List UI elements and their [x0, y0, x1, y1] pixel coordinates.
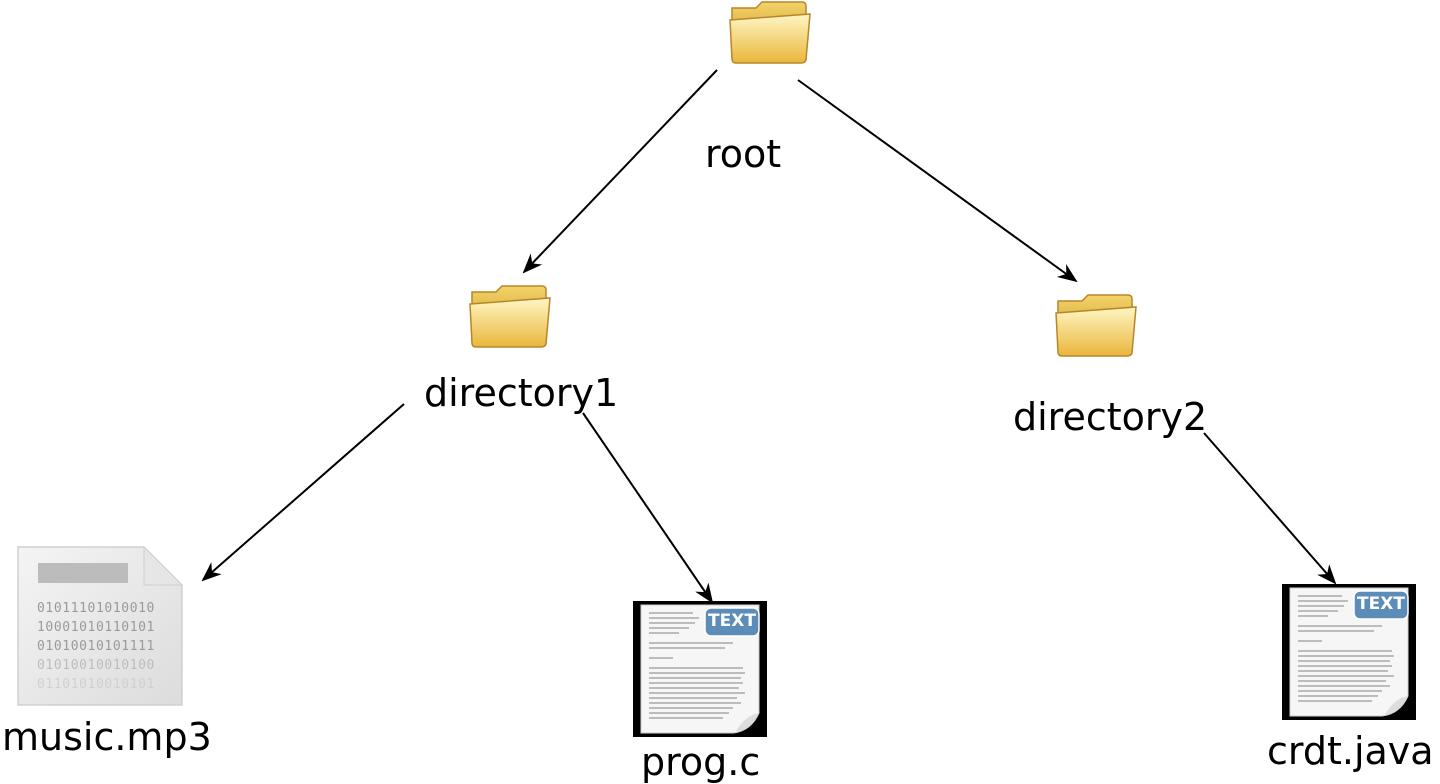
music-label: music.mp3 — [2, 715, 212, 759]
folder-icon — [729, 1, 811, 64]
root-node[interactable] — [728, 0, 812, 66]
folder-icon — [469, 285, 551, 348]
directory2-label: directory2 — [1013, 395, 1208, 439]
prog-label: prog.c — [641, 740, 761, 784]
binary-row: 01011101010010 — [37, 601, 155, 616]
binary-row: 01010010101111 — [37, 639, 155, 654]
directory2-node[interactable] — [1054, 293, 1138, 359]
prog-file-node[interactable]: TEXT — [633, 601, 767, 737]
binary-row: 01010010010100 — [37, 658, 155, 673]
text-file-icon — [1289, 587, 1409, 717]
text-badge: TEXT — [708, 611, 756, 631]
directory1-node[interactable] — [468, 284, 552, 350]
directory1-label: directory1 — [424, 371, 619, 415]
edge-directory1-music — [201, 403, 405, 582]
music-file-node[interactable]: 01011101010010 10001010110101 0101001010… — [10, 545, 186, 707]
binary-file-icon — [17, 545, 184, 706]
edge-root-directory2 — [797, 79, 1078, 283]
crdt-label: crdt.java — [1267, 729, 1434, 773]
binary-content: 01011101010010 10001010110101 0101001010… — [37, 599, 155, 694]
folder-icon — [1055, 294, 1137, 357]
edge-directory1-prog — [582, 412, 714, 604]
binary-row: 01101010010101 — [37, 677, 155, 692]
text-badge: TEXT — [1357, 594, 1405, 614]
edge-root-directory1 — [522, 69, 718, 274]
root-label: root — [705, 132, 782, 176]
edge-directory2-crdt — [1203, 432, 1337, 585]
text-file-icon — [640, 604, 760, 734]
binary-row: 10001010110101 — [37, 620, 155, 635]
crdt-file-node[interactable]: TEXT — [1282, 584, 1416, 720]
